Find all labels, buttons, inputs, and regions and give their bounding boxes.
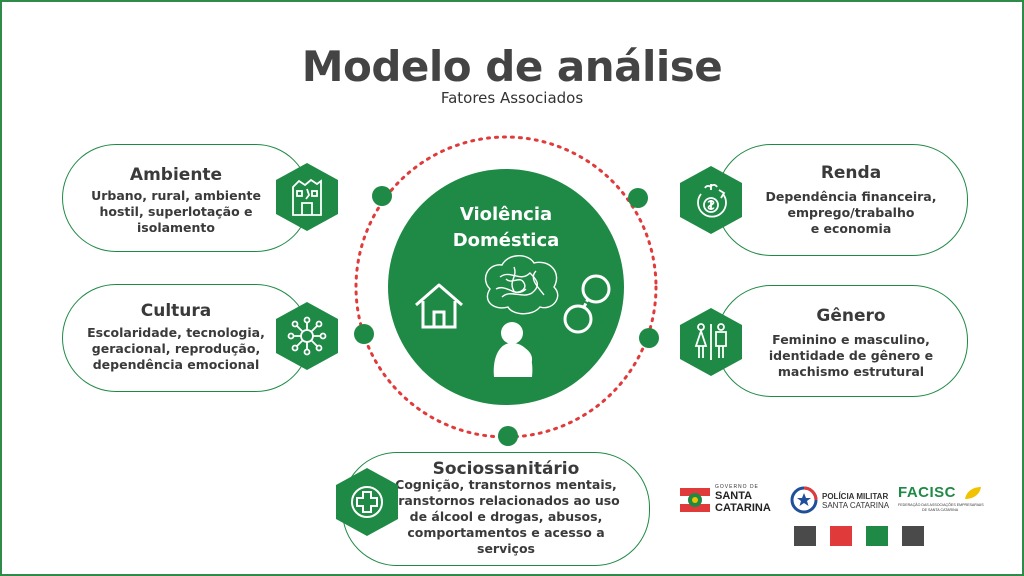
building-icon [292, 178, 322, 216]
card-cultura-desc-1: Escolaridade, tecnologia, [87, 325, 265, 340]
ring-dot [639, 328, 659, 348]
santa-catarina-flag-icon [680, 488, 710, 512]
hex-cultura [276, 302, 338, 370]
color-swatch-gray [794, 526, 816, 546]
logo-governo-santa-catarina: GOVERNO DE SANTA CATARINA [680, 484, 780, 516]
house-icon [415, 283, 463, 329]
network-icon [287, 316, 327, 356]
card-ambiente-title: Ambiente [129, 165, 223, 185]
hex-ambiente [276, 163, 338, 231]
card-renda-desc-1: Dependência financeira, [765, 189, 937, 204]
card-sociossanitario-title: Sociossanitário [432, 459, 580, 479]
card-cultura-desc-2: geracional, reprodução, [91, 341, 261, 356]
page-title: Modelo de análise [301, 42, 723, 91]
card-ambiente-desc-2: hostil, superlotação e [99, 204, 253, 219]
card-genero-desc-1: Feminino e masculino, [772, 332, 930, 347]
brain-figure-icon [484, 255, 559, 377]
card-cultura-desc-3: dependência emocional [92, 357, 260, 372]
page-subtitle: Fatores Associados [440, 89, 584, 107]
logo-facisc-name: FACISC [898, 484, 957, 501]
logo-policia-line2: SANTA CATARINA [822, 501, 890, 510]
center-title-line2: Doméstica [452, 230, 560, 251]
money-growth-icon [697, 184, 727, 218]
card-sociossanitario-desc-5: serviços [477, 541, 535, 556]
color-swatch-gray-2 [902, 526, 924, 546]
card-ambiente-desc-3: isolamento [137, 220, 215, 235]
card-renda-desc-2: emprego/trabalho [787, 205, 915, 220]
ring-dot [372, 186, 392, 206]
card-ambiente: Ambiente Urbano, rural, ambiente hostil,… [62, 144, 310, 252]
facisc-leaf-icon [965, 487, 981, 499]
logo-sc-line2: CATARINA [715, 502, 771, 514]
logo-sc-small: GOVERNO DE [715, 484, 759, 490]
card-genero: Gênero Feminino e masculino, identidade … [716, 285, 968, 397]
logo-facisc-line1: FEDERAÇÃO DAS ASSOCIAÇÕES EMPRESARIAIS [898, 503, 984, 507]
logo-facisc-line2: DE SANTA CATARINA [922, 508, 959, 512]
card-renda-title: Renda [820, 163, 882, 183]
ring-dot [354, 324, 374, 344]
handcuffs-icon [563, 274, 611, 334]
card-sociossanitario-desc-3: de álcool e drogas, abusos, [409, 509, 603, 524]
card-cultura: Cultura Escolaridade, tecnologia, geraci… [62, 284, 310, 392]
card-genero-desc-2: identidade de gênero e [768, 348, 934, 363]
card-renda: Renda Dependência financeira, emprego/tr… [716, 144, 968, 256]
card-sociossanitario-desc-1: Cognição, transtornos mentais, [395, 477, 617, 492]
card-sociossanitario-desc-4: comportamentos e acesso a [407, 525, 605, 540]
card-ambiente-desc-1: Urbano, rural, ambiente [91, 188, 261, 203]
color-swatch-red [830, 526, 852, 546]
logo-facisc: FACISC FEDERAÇÃO DAS ASSOCIAÇÕES EMPRESA… [898, 484, 990, 516]
logo-policia-militar: POLÍCIA MILITAR SANTA CATARINA [790, 484, 890, 516]
card-cultura-title: Cultura [140, 301, 212, 321]
logo-sc-line1: SANTA [715, 490, 753, 502]
color-swatch-green [866, 526, 888, 546]
health-cross-icon [351, 486, 383, 518]
card-renda-desc-3: e economia [810, 221, 892, 236]
center-title-line1: Violência [459, 204, 553, 225]
ring-dot [628, 188, 648, 208]
card-genero-title: Gênero [816, 306, 886, 326]
center-circle: Violência Doméstica [388, 169, 624, 405]
card-sociossanitario-desc-2: transtornos relacionados ao uso [392, 493, 620, 508]
policia-badge-icon [790, 486, 818, 514]
logo-policia-line1: POLÍCIA MILITAR [822, 492, 889, 501]
gender-icon [694, 323, 727, 360]
ring-dot [498, 426, 518, 446]
card-genero-desc-3: machismo estrutural [777, 364, 925, 379]
